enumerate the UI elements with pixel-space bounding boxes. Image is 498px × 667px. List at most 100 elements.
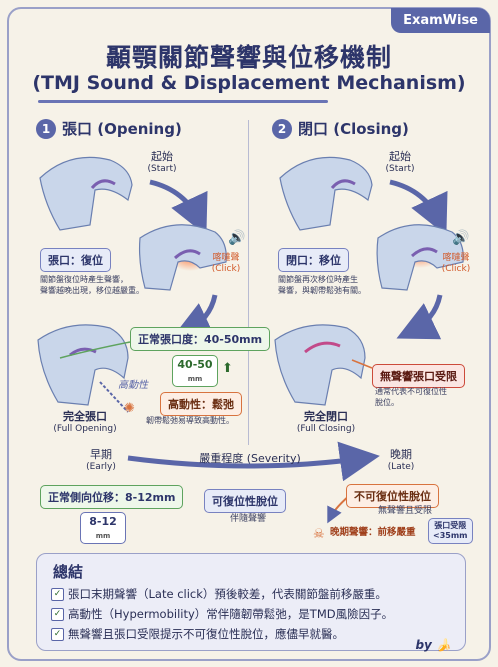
start-en: (Start) xyxy=(385,164,415,174)
summary-title: 總結 xyxy=(53,563,84,581)
full-en: (Full Opening) xyxy=(53,424,117,434)
early-label: 早期 (Early) xyxy=(76,448,126,474)
joint-closing-click: 🔊 xyxy=(376,224,469,291)
checkbox-icon: ✓ xyxy=(51,627,64,641)
lock-tag: 無聲響張口受限 xyxy=(372,364,465,388)
joint-closing-full xyxy=(274,324,366,406)
arrow-opening-1 xyxy=(149,179,208,236)
closing-note: 關節盤再次移位時產生 聲響，與韌帶鬆弛有關。 xyxy=(278,274,366,296)
joint-closing-start xyxy=(279,156,373,231)
metric-value: 40-50 xyxy=(177,358,213,371)
lock-leader xyxy=(351,359,373,369)
start-zh: 起始 xyxy=(389,150,411,163)
click-en: (Click) xyxy=(441,264,471,274)
step-badge: 2 xyxy=(272,118,292,139)
reducible-note: 伴隨聲響 xyxy=(230,514,267,524)
hyper-note: 韌帶鬆弛易導致高動性。 xyxy=(146,416,234,425)
title-underline xyxy=(38,100,328,103)
start-en: (Start) xyxy=(147,164,177,174)
range-tag: 正常張口度：40-50mm xyxy=(130,327,271,351)
note-line: 聲響越晚出現，移位越嚴重。 xyxy=(40,286,144,295)
click-label: 喀噠聲 (Click) xyxy=(206,253,246,275)
step-badge: 1 xyxy=(36,118,56,139)
summary-text: 無聲響且張口受限提示不可復位性脫位，應儘早就醫。 xyxy=(68,627,344,641)
note-line: 脫位。 xyxy=(375,398,399,407)
note-line: 聲響，與韌帶鬆弛有關。 xyxy=(278,286,366,295)
skull-icon: ☠ xyxy=(313,527,325,542)
early-zh: 早期 xyxy=(90,448,112,461)
start-label: 起始 (Start) xyxy=(370,150,430,176)
joint-opening-full xyxy=(37,324,129,406)
metric-unit: mm xyxy=(95,532,111,540)
summary-item: ✓ 高動性（Hypermobility）常伴隨韌帶鬆弛，是TMD風險因子。 xyxy=(51,606,393,622)
burst-icon: ✺ xyxy=(124,401,135,416)
summary-item: ✓ 無聲響且張口受限提示不可復位性脫位，應儘早就醫。 xyxy=(51,626,344,642)
reducible-tag: 可復位性脫位 xyxy=(204,489,286,513)
by-text: by xyxy=(415,638,432,652)
page-title: 顳顎關節聲響與位移機制 xyxy=(105,43,392,72)
summary-box: 總結 ✓ 張口末期聲響（Late click）預後較差，代表關節盤前移嚴重。 ✓… xyxy=(36,553,466,652)
hyper-tag: 高動性：鬆弛 xyxy=(160,392,242,416)
signature: by 🍌 xyxy=(415,638,451,652)
early-tag: 正常側向位移：8-12mm xyxy=(40,485,184,509)
severity-label: 嚴重程度 (Severity) xyxy=(199,452,301,465)
up-arrow-icon: ⬆ xyxy=(222,361,233,376)
metric-value: 8-12 xyxy=(89,515,117,528)
full-opening-label: 完全張口 (Full Opening) xyxy=(40,410,130,436)
full-en: (Full Closing) xyxy=(296,424,356,434)
joint-opening-click: 🔊 xyxy=(138,224,245,291)
severity-arrow xyxy=(127,441,380,482)
hyper-arrow xyxy=(99,381,129,413)
column-divider xyxy=(248,120,249,445)
section-title: 張口 (Opening) xyxy=(62,120,182,138)
hyper-label: 高動性 xyxy=(118,380,148,391)
limit-line: 張口受限 xyxy=(434,521,467,530)
early-metric: 8-12 mm xyxy=(80,512,126,544)
summary-text: 高動性（Hypermobility）常伴隨韌帶鬆弛，是TMD風險因子。 xyxy=(68,607,394,621)
irreducible-note: 無聲響且受限 xyxy=(378,506,433,516)
summary-text: 張口末期聲響（Late click）預後較差，代表關節盤前移嚴重。 xyxy=(68,587,387,601)
note-line: 通常代表不可復位性 xyxy=(375,387,447,396)
checkbox-icon: ✓ xyxy=(51,587,64,601)
note-line: 關節盤復位時產生聲響， xyxy=(40,275,128,284)
page-subtitle: (TMJ Sound & Displacement Mechanism) xyxy=(32,72,466,94)
click-zh: 喀噠聲 xyxy=(212,253,240,263)
checkbox-icon: ✓ xyxy=(51,607,64,621)
summary-item: ✓ 張口末期聲響（Late click）預後較差，代表關節盤前移嚴重。 xyxy=(51,586,387,602)
svg-text:🔊: 🔊 xyxy=(452,228,469,246)
arrow-closing-1 xyxy=(389,179,448,236)
section-closing: 2 閉口 (Closing) xyxy=(272,118,409,139)
lock-note: 通常代表不可復位性 脫位。 xyxy=(375,386,447,408)
joint-opening-start xyxy=(39,156,133,231)
click-label: 喀噠聲 (Click) xyxy=(436,253,476,275)
closing-tag: 閉口：移位 xyxy=(278,248,349,272)
full-zh: 完全閉口 xyxy=(304,410,348,423)
range-metric: 40-50 mm xyxy=(172,355,218,387)
metric-unit: mm xyxy=(187,375,203,383)
late-zh: 晚期 xyxy=(390,448,412,461)
full-zh: 完全張口 xyxy=(63,410,107,423)
full-closing-label: 完全閉口 (Full Closing) xyxy=(280,410,372,436)
banana-icon: 🍌 xyxy=(436,638,451,652)
late-click-note: 晚期聲響：前移嚴重 xyxy=(330,527,416,538)
click-zh: 喀噠聲 xyxy=(442,253,470,263)
opening-tag: 張口：復位 xyxy=(40,248,111,272)
range-leader xyxy=(59,341,131,359)
note-line: 關節盤再次移位時產生 xyxy=(278,275,358,284)
start-zh: 起始 xyxy=(151,150,173,163)
limit-tag: 張口受限 <35mm xyxy=(428,518,473,544)
click-en: (Click) xyxy=(211,264,241,274)
limit-line: <35mm xyxy=(433,531,468,540)
late-label: 晚期 (Late) xyxy=(376,448,426,474)
early-en: (Early) xyxy=(86,462,116,472)
arrow-closing-2 xyxy=(396,294,443,340)
brand-badge: ExamWise xyxy=(391,8,490,33)
svg-text:🔊: 🔊 xyxy=(228,228,245,246)
opening-note: 關節盤復位時產生聲響， 聲響越晚出現，移位越嚴重。 xyxy=(40,274,144,296)
section-title: 閉口 (Closing) xyxy=(298,120,409,138)
start-label: 起始 (Start) xyxy=(132,150,192,176)
late-en: (Late) xyxy=(387,462,415,472)
frame-border xyxy=(7,7,491,661)
